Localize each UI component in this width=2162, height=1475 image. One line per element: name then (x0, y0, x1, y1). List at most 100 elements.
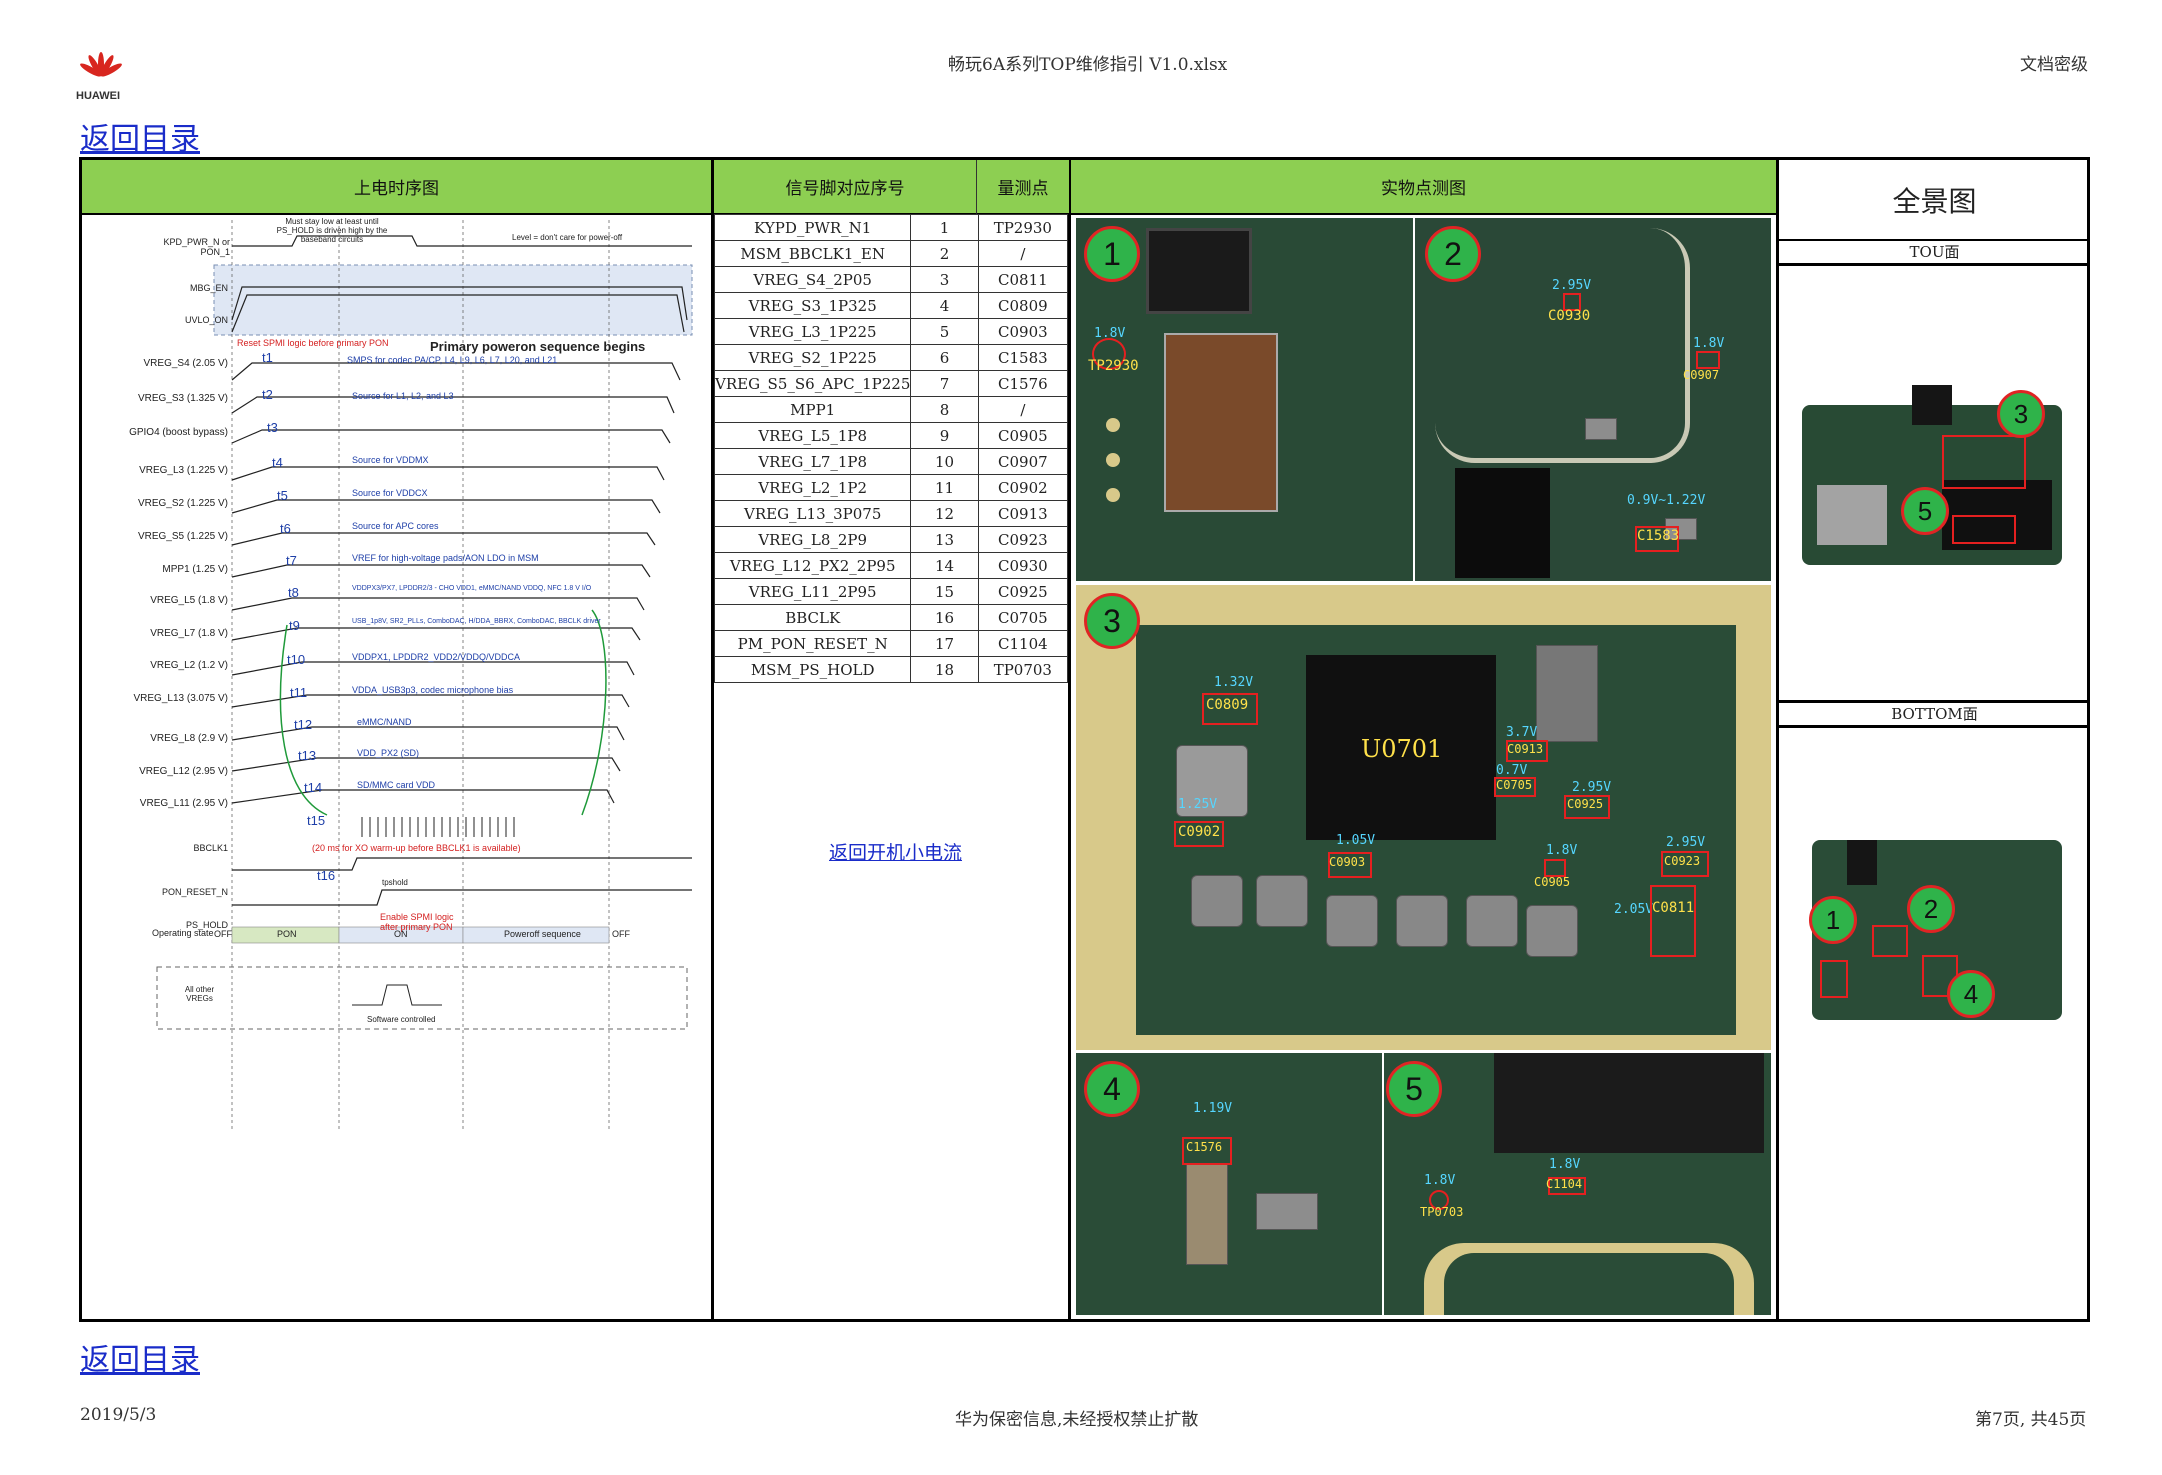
signal-number: 15 (910, 578, 979, 605)
marker-t8: t8 (288, 585, 299, 600)
file-title: 畅玩6A系列TOP维修指引 V1.0.xlsx (948, 55, 1228, 75)
back-to-toc-link-bottom[interactable]: 返回目录 (80, 1343, 200, 1378)
measure-point: C1104 (977, 630, 1069, 657)
c0811-voltage: 2.05V (1614, 902, 1654, 917)
logo-text: HUAWEI (76, 90, 120, 102)
c0903-label: C0903 (1329, 855, 1366, 869)
signal-name: VREG_L5_1P8 (713, 422, 912, 449)
kpd-pwr-label: KPD_PWR_N or PON_1 (163, 237, 230, 257)
huawei-logo (76, 50, 126, 100)
signal-name: VREG_L12_PX2_2P95 (713, 552, 912, 579)
mbg-en-label: MBG_EN (189, 283, 228, 293)
back-to-power-current-link[interactable]: 返回开机小电流 (829, 842, 963, 864)
signal-number: 8 (910, 396, 979, 423)
signal-number: 10 (910, 448, 979, 475)
photo-panel-4: 4 1.19V C1576 (1076, 1053, 1382, 1315)
note-vddpx3: VDDPX3/PX7, LPDDR2/3 - CHO VDD1, eMMC/NA… (352, 585, 592, 592)
measure-point: C0811 (977, 266, 1069, 293)
vreg-l2-label: VREG_L2 (1.2 V) (150, 660, 228, 671)
vreg-l7-label: VREG_L7 (1.8 V) (150, 628, 228, 639)
note-enable-spmi: Enable SPMI logic after primary PON (380, 912, 454, 932)
marker-t2: t2 (262, 387, 273, 402)
c1104-voltage: 1.8V (1549, 1157, 1581, 1172)
tp0703-voltage: 1.8V (1424, 1173, 1456, 1188)
c0907-label: C0907 (1683, 368, 1720, 382)
measure-point: C0907 (977, 448, 1069, 475)
vreg-l13-label: VREG_L13 (3.075 V) (133, 693, 229, 704)
measure-point: / (977, 240, 1069, 267)
note-vddmx: Source for VDDMX (352, 455, 429, 465)
signal-name: MSM_BBCLK1_EN (713, 240, 912, 267)
note-emmc: eMMC/NAND (357, 717, 412, 727)
vreg-s3-label: VREG_S3 (1.325 V) (137, 393, 228, 404)
c0925-voltage: 2.95V (1572, 780, 1612, 795)
vreg-l11-label: VREG_L11 (2.95 V) (139, 798, 228, 809)
c0913-label: C0913 (1507, 742, 1544, 756)
c0705-voltage: 0.7V (1496, 763, 1528, 778)
note-vddcx: Source for VDDCX (352, 488, 428, 498)
note-xo-warmup: (20 ms for XO warm-up before BBCLK1 is a… (312, 843, 521, 853)
c0902-label: C0902 (1178, 824, 1221, 840)
signal-name: VREG_L13_3P075 (713, 500, 912, 527)
c0811-label: C0811 (1652, 900, 1695, 916)
tp2930-voltage: 1.8V (1094, 326, 1126, 341)
note-vdd-px2: VDD_PX2 (SD) (357, 748, 420, 758)
c0913-voltage: 3.7V (1506, 725, 1538, 740)
signal-name: VREG_S2_1P225 (713, 344, 912, 371)
top-circle-3: 3 (1997, 390, 2045, 438)
marker-t15: t15 (307, 813, 326, 828)
bottom-circle-2: 2 (1907, 885, 1955, 933)
state-poweroff: Poweroff sequence (504, 929, 581, 939)
note-usb: USB_1p8V, SR2_PLLs, ComboDAC, H/DDA_BBRX… (352, 618, 601, 625)
gpio4-label: GPIO4 (boost bypass) (129, 427, 228, 438)
c0905-label: C0905 (1534, 875, 1571, 889)
note-apc: Source for APC cores (352, 521, 439, 531)
c1104-label: C1104 (1546, 1177, 1583, 1191)
vreg-l12-label: VREG_L12 (2.95 V) (139, 766, 228, 777)
measure-point: C0925 (977, 578, 1069, 605)
bottom-face-board: 1 2 4 (1802, 830, 2072, 1035)
circle-4: 4 (1084, 1061, 1140, 1117)
operating-state-label: Operating state (152, 928, 214, 938)
c0705-label: C0705 (1496, 778, 1533, 792)
signal-name: PM_PON_RESET_N (713, 630, 912, 657)
photo-panel-3: U0701 3 1.32V C0809 3.7V C0913 0.7V C070… (1076, 585, 1771, 1050)
mpp1-label: MPP1 (1.25 V) (162, 564, 228, 575)
signal-number: 1 (910, 214, 979, 241)
huawei-logo-icon (80, 52, 122, 77)
signal-number: 12 (910, 500, 979, 527)
vreg-s4-label: VREG_S4 (2.05 V) (143, 358, 228, 369)
back-to-toc-link-top[interactable]: 返回目录 (80, 122, 200, 157)
c0809-label: C0809 (1206, 697, 1249, 713)
signal-number: 4 (910, 292, 979, 319)
measure-point: C0902 (977, 474, 1069, 501)
circle-5: 5 (1386, 1061, 1442, 1117)
signal-number: 17 (910, 630, 979, 657)
note-vref: VREF for high-voltage pads/AON LDO in MS… (352, 553, 539, 563)
measure-point: C0809 (977, 292, 1069, 319)
top-face-label: TOU面 (1779, 241, 2090, 266)
footer-page: 第7页, 共45页 (1975, 1410, 2087, 1430)
c0923-label: C0923 (1664, 854, 1701, 868)
note-tpshold: tpshold (382, 878, 408, 887)
state-off-1: OFF (214, 929, 232, 939)
top-circle-5: 5 (1901, 487, 1949, 535)
c1576-voltage: 1.19V (1193, 1101, 1233, 1116)
u0701-label: U0701 (1361, 735, 1443, 763)
marker-t4: t4 (272, 455, 283, 470)
marker-t3: t3 (267, 420, 278, 435)
state-pon: PON (277, 929, 297, 939)
measure-point: C0903 (977, 318, 1069, 345)
measure-point: C1576 (977, 370, 1069, 397)
